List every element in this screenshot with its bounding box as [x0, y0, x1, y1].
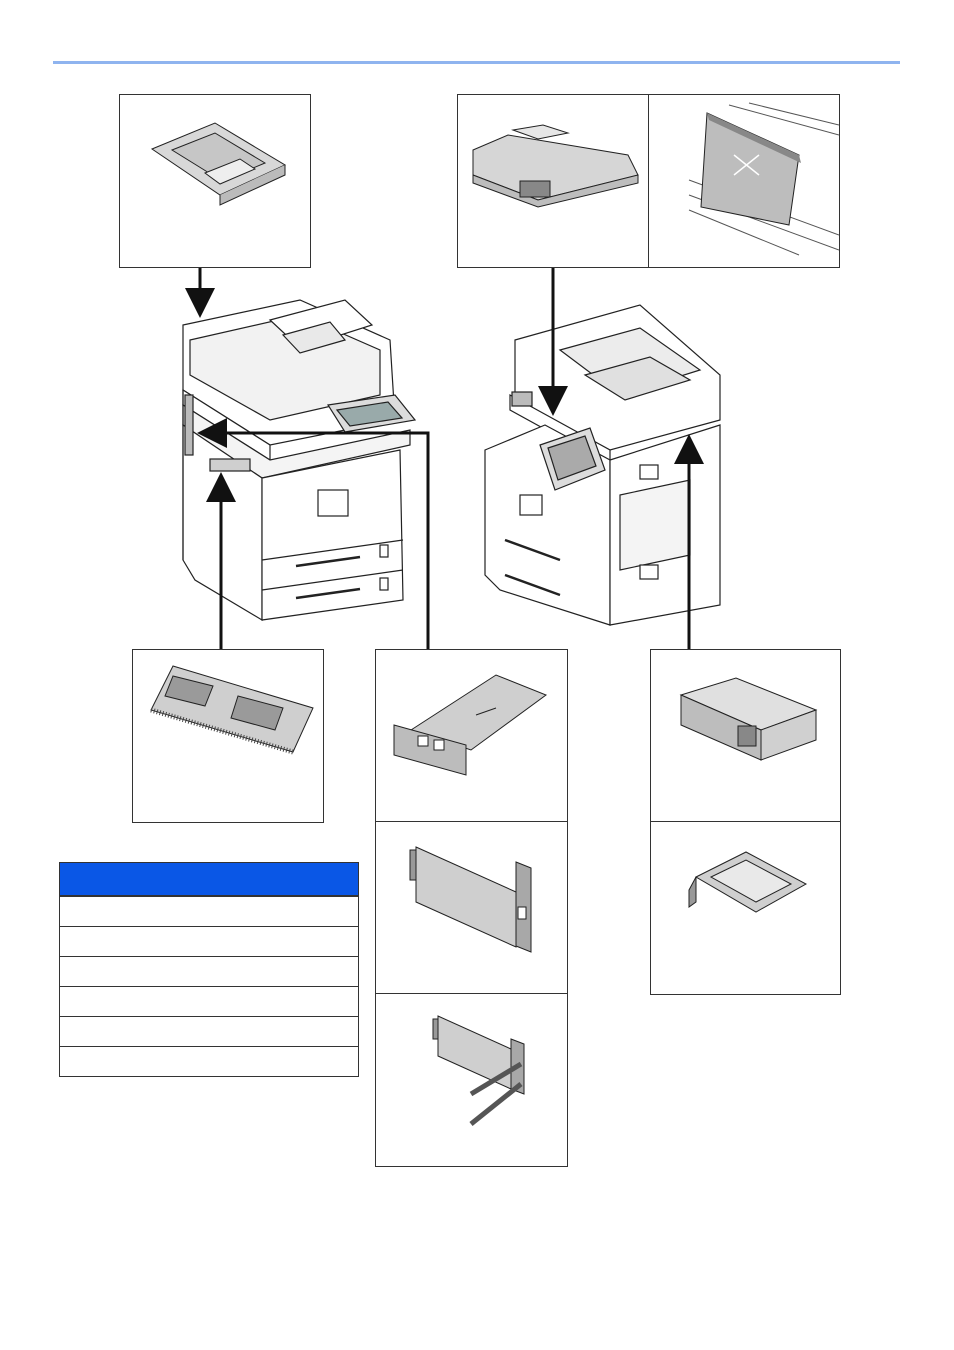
printer-front-illustration — [182, 299, 417, 622]
header-rule — [53, 61, 900, 64]
option-panel-wireless — [375, 993, 568, 1167]
card-reader-holder-icon — [472, 124, 639, 208]
option-panel-hdd — [650, 649, 841, 823]
option-panel-card-reader — [457, 94, 649, 268]
option-panel-interface — [375, 821, 568, 995]
legend-row — [60, 986, 358, 1016]
legend-row — [60, 956, 358, 986]
sd-card-holder-icon — [688, 851, 808, 913]
leader-lines — [185, 267, 704, 650]
legend-table — [59, 862, 359, 1077]
legend-row — [60, 1016, 358, 1046]
option-panel-keyboard-holder — [119, 94, 311, 268]
interface-card-icon — [409, 846, 532, 953]
fax-board-icon — [393, 674, 548, 776]
printer-rear-illustration — [484, 304, 721, 626]
legend-row — [60, 1046, 358, 1076]
hdd-unit-icon — [679, 677, 818, 761]
legend-row — [60, 926, 358, 956]
option-panel-fax — [375, 649, 568, 823]
option-panel-document-holder — [648, 94, 840, 268]
option-panel-sd-holder — [650, 821, 841, 995]
keyboard-holder-icon — [150, 122, 287, 206]
wireless-card-icon — [432, 1015, 525, 1126]
legend-row — [60, 896, 358, 926]
document-holder-icon — [688, 102, 839, 256]
option-panel-memory — [132, 649, 324, 823]
legend-header — [60, 863, 358, 896]
memory-module-icon — [150, 665, 314, 755]
